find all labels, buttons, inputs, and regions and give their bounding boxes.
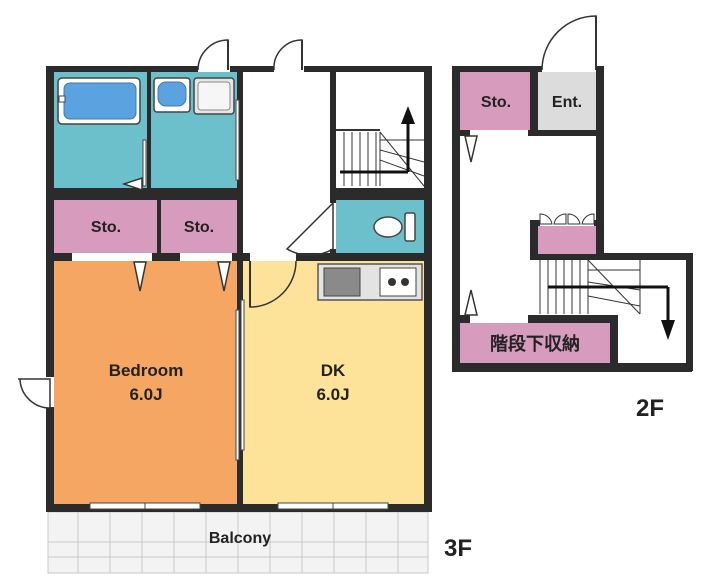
bedroom-name-label: Bedroom — [109, 361, 184, 380]
bedroom-size-label: 6.0J — [129, 385, 162, 404]
balcony-label: Balcony — [209, 530, 271, 547]
stairs-icon — [336, 106, 425, 188]
toilet-icon — [373, 212, 416, 242]
balcony-window-bedroom[interactable] — [89, 502, 201, 510]
storage-1-area — [54, 200, 157, 253]
small-storage-2f-door[interactable] — [539, 213, 595, 226]
understairs-storage-door[interactable] — [464, 289, 528, 323]
balcony-window-dk[interactable] — [277, 502, 389, 510]
stairs-2f-icon — [539, 259, 675, 340]
dk-size-label: 6.0J — [316, 385, 349, 404]
storage-2f-door[interactable] — [464, 130, 528, 163]
storage-2-label: Sto. — [184, 219, 214, 236]
front-door-washroom[interactable] — [197, 39, 230, 72]
sliding-door-washroom[interactable] — [235, 99, 240, 181]
toilet-door[interactable] — [285, 201, 336, 256]
storage-2f-label: Sto. — [481, 94, 511, 111]
hall-area — [243, 72, 331, 253]
window-bathroom — [142, 139, 147, 187]
stove-icon — [379, 267, 417, 297]
bedroom-area — [54, 261, 239, 504]
floor-label-3f: 3F — [444, 535, 472, 562]
storage-2-area — [161, 200, 237, 253]
sliding-door-bedroom-dk[interactable] — [235, 299, 245, 461]
storage-2f-area — [460, 72, 530, 130]
understairs-storage-label: 階段下収納 — [490, 333, 580, 354]
walls-3f — [46, 66, 432, 512]
entrance-2f-label: Ent. — [552, 94, 582, 111]
storage-2-door[interactable] — [180, 253, 232, 292]
dk-door[interactable] — [249, 253, 297, 308]
bedroom-side-door[interactable] — [18, 377, 54, 409]
small-storage-2f-area — [538, 226, 596, 254]
understairs-storage-area — [460, 323, 610, 363]
washbasin-icon — [153, 77, 191, 113]
bathtub-icon — [57, 77, 141, 125]
storage-1-door[interactable] — [72, 253, 152, 292]
kitchen-sink-icon — [323, 267, 361, 297]
entrance-2f-door[interactable] — [541, 15, 597, 72]
entrance-2f-area — [538, 72, 596, 130]
bathroom-door[interactable] — [121, 176, 143, 192]
washing-machine-icon — [193, 77, 235, 115]
front-door-hall[interactable] — [273, 39, 304, 72]
dk-name-label: DK — [321, 361, 346, 380]
floor-label-2f: 2F — [636, 395, 664, 422]
storage-1-label: Sto. — [91, 219, 121, 236]
